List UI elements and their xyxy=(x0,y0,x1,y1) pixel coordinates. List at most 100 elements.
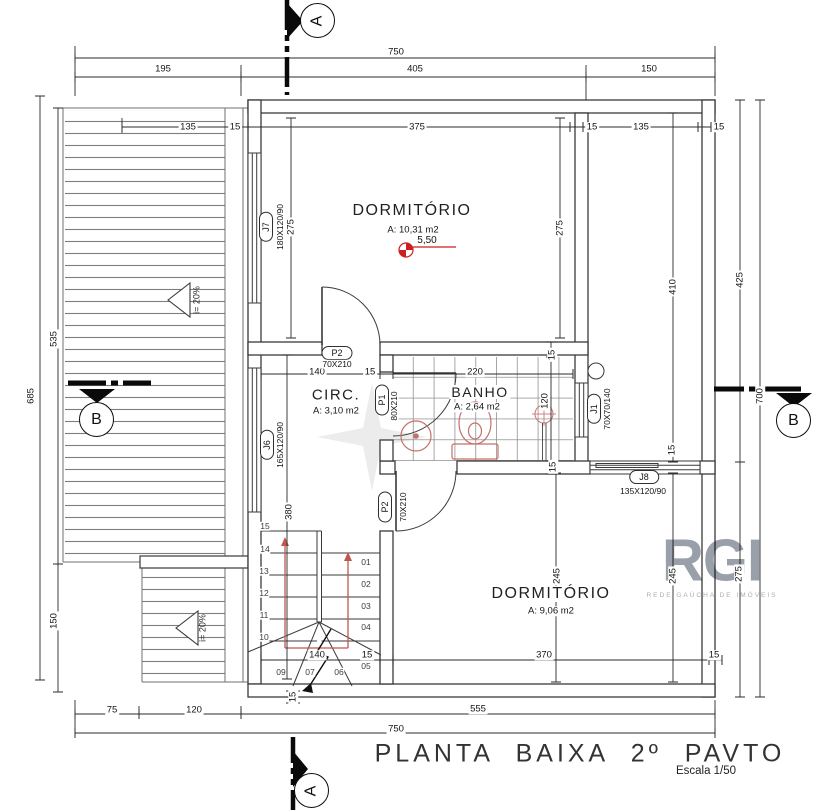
dimension-label: 15 xyxy=(228,121,242,133)
opening-tag-j1: J1 xyxy=(587,394,601,424)
dimension-label: 150 xyxy=(48,611,60,631)
section-marker-a: A xyxy=(300,3,335,38)
stair-step-number: 15 xyxy=(259,520,271,531)
rgi-logo-tagline: REDE GAÚCHA DE IMÓVEIS xyxy=(646,592,778,599)
section-letter: B xyxy=(788,411,799,429)
section-letter: A xyxy=(308,15,326,26)
dimension-label: 410 xyxy=(667,277,679,297)
section-marker-a: A xyxy=(294,773,329,808)
doors xyxy=(321,286,457,532)
dimension-label: 135 xyxy=(178,121,198,133)
dimension-label: 220 xyxy=(465,366,485,378)
windows xyxy=(247,152,701,513)
dimension-label: 195 xyxy=(153,63,173,75)
dimension-label: 700 xyxy=(754,386,766,406)
dimension-label: 75 xyxy=(105,704,119,716)
section-marker-b: B xyxy=(79,402,114,437)
dimension-label: 15 xyxy=(547,460,559,474)
shower-partition xyxy=(542,423,547,461)
opening-spec-j1: 70X70/140 xyxy=(601,387,612,431)
dimension-label: 425 xyxy=(734,270,746,290)
dimension-label: 15 xyxy=(585,121,599,133)
room-area: A: 9,06 m2 xyxy=(526,605,576,617)
roof-hatch-areas xyxy=(62,107,249,683)
dimension-label: 15 xyxy=(707,649,721,661)
opening-tag-j7: J7 xyxy=(259,212,273,242)
roof-slope-label: i= 20% xyxy=(197,614,208,642)
drawing-scale: Escala 1/50 xyxy=(675,765,737,777)
dimension-label: 140 xyxy=(307,366,327,378)
dimension-label: 750 xyxy=(386,723,406,735)
room-area: A: 3,10 m2 xyxy=(311,405,361,417)
section-letter: B xyxy=(91,410,102,428)
dimension-label: 140 xyxy=(307,649,327,661)
rgi-logo-mark: RGI xyxy=(661,527,763,594)
stair-step-number: 05 xyxy=(360,660,372,671)
opening-tag-p2: P2 xyxy=(378,491,392,523)
stair-step-number: 12 xyxy=(258,587,270,598)
dimension-label: 15 xyxy=(363,366,377,378)
stair-step-number: 14 xyxy=(259,543,271,554)
dimension-label: 555 xyxy=(468,703,488,715)
opening-tag-j6: J6 xyxy=(260,430,274,460)
dimension-label: 380 xyxy=(283,502,295,522)
dimension-label: 15 xyxy=(546,348,558,362)
dimension-label: 535 xyxy=(48,329,60,349)
stair-step-number: 04 xyxy=(360,621,372,632)
dimension-label: 15 xyxy=(712,121,726,133)
section-cut-symbols xyxy=(68,0,822,810)
level-marker xyxy=(398,242,456,258)
section-b-arrow xyxy=(79,389,115,403)
section-a-arrow xyxy=(287,3,303,39)
section-b-arrow xyxy=(776,393,812,407)
room-name: DORMITÓRIO xyxy=(489,585,613,602)
stair-step-number: 11 xyxy=(258,609,270,620)
room-name: BANHO xyxy=(449,384,511,400)
section-letter: A xyxy=(302,785,320,796)
dimension-label: 370 xyxy=(534,649,554,661)
stair-step-number: 09 xyxy=(275,666,287,677)
dimension-label: 245 xyxy=(667,566,679,586)
room-area: A: 2,64 m2 xyxy=(452,401,502,413)
stair-step-number: 03 xyxy=(360,600,372,611)
opening-spec-j8: 135X120/90 xyxy=(619,485,667,496)
dimension-label: 15 xyxy=(287,690,299,704)
stair-step-number: 02 xyxy=(360,578,372,589)
stair-step-number: 13 xyxy=(258,565,270,576)
dimension-label: 275 xyxy=(554,218,566,238)
room-name: DORMITÓRIO xyxy=(350,202,474,219)
duct-circle xyxy=(587,362,605,380)
section-marker-b: B xyxy=(776,403,811,438)
stair-step-number: 01 xyxy=(360,556,372,567)
washbasin xyxy=(400,420,432,452)
opening-tag-j8: J8 xyxy=(629,470,659,484)
dimension-label: 120 xyxy=(539,391,551,411)
opening-spec-j7: 180X120/90 xyxy=(274,203,285,251)
room-name: CIRC. xyxy=(309,386,363,404)
opening-tag-p1: P1 xyxy=(375,384,389,416)
dimension-label: 275 xyxy=(733,564,745,584)
opening-spec-j6: 165X120/90 xyxy=(274,421,285,469)
section-a-arrow xyxy=(293,751,308,787)
opening-tag-p2: P2 xyxy=(321,346,353,360)
roof-slope-arrow xyxy=(175,609,199,647)
dimension-label: 120 xyxy=(184,704,204,716)
dimension-label: 750 xyxy=(386,46,406,58)
stair-treads xyxy=(247,530,382,687)
dimension-label: 135 xyxy=(631,121,651,133)
dimension-label: 150 xyxy=(639,63,659,75)
roof-slope-label: i= 20% xyxy=(191,286,202,314)
dimension-label: 375 xyxy=(407,121,427,133)
stair-step-number: 06 xyxy=(333,666,345,677)
dimension-label: 685 xyxy=(25,386,37,406)
stair-step-number: 10 xyxy=(258,631,270,642)
dimension-label: 15 xyxy=(360,649,374,661)
stair-step-number: 07 xyxy=(304,666,316,677)
opening-spec-p2: 70X210 xyxy=(321,358,353,369)
room-area: A: 10,31 m2 xyxy=(385,224,441,236)
dimension-label: 15 xyxy=(666,443,678,457)
ceiling-level-label: 5,50 xyxy=(417,235,437,246)
